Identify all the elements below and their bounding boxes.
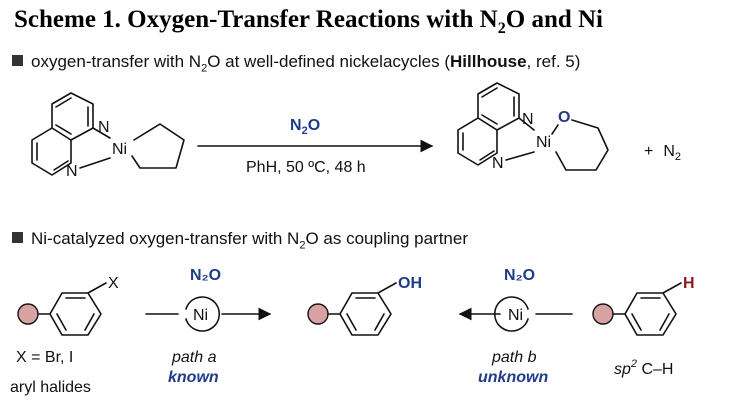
pyridine-ring-lower: [457, 117, 498, 166]
section-header-nickelacycles: oxygen-transfer with N2O at well-defined…: [12, 52, 580, 74]
aryl-halide: X: [17, 275, 119, 336]
pyridine-ring-lower: [31, 127, 72, 176]
benzene-ring: [339, 292, 392, 336]
sp2-ch-label: sp2 C–H: [614, 358, 673, 378]
n-ni-bond: [518, 117, 535, 131]
catalyst-ni-right: Ni: [508, 307, 523, 324]
n-ni-bond: [79, 157, 111, 169]
reaction-conditions: PhH, 50 ºC, 48 h: [246, 159, 366, 176]
catalyst-ni-left: Ni: [193, 307, 208, 324]
hydrogen-label: H: [683, 275, 695, 292]
catalyst-cycle-left: [185, 296, 220, 332]
halide-definition: X = Br, I: [16, 349, 73, 366]
nickelacyclopentane-ring: [131, 123, 185, 169]
n-ni-bond: [92, 127, 111, 139]
n-ni-bond: [505, 151, 535, 161]
substituent-circle: [592, 303, 614, 325]
atom-n-lower: N: [492, 155, 504, 172]
benzene-ring: [624, 292, 677, 336]
catalyst-cycle-right: [494, 296, 529, 332]
bipyridine-nickelacyclopentane: N N Ni: [31, 92, 185, 180]
path-b-label: path b: [491, 349, 537, 366]
atom-ni: Ni: [536, 134, 551, 151]
reagent-n2o-right: N₂O: [504, 267, 535, 284]
oxanickelacycle-ring: [551, 119, 609, 171]
square-bullet-icon: [12, 232, 23, 243]
path-a-status: known: [168, 369, 219, 386]
halide-x-label: X: [108, 275, 119, 292]
pyridine-ring-upper: [477, 82, 520, 131]
byproduct-n2: +N2: [644, 143, 681, 163]
halide-name: aryl halides: [10, 379, 91, 396]
atom-o: O: [558, 109, 570, 126]
reagent-n2o-left: N₂O: [190, 267, 221, 284]
phenol-product: OH: [307, 275, 422, 336]
bipyridine-oxanickelacycle: N N Ni O: [457, 82, 609, 172]
atom-ni: Ni: [112, 141, 127, 158]
section-header-catalytic: Ni-catalyzed oxygen-transfer with N2O as…: [12, 229, 468, 251]
substituent-circle: [17, 303, 39, 325]
square-bullet-icon: [12, 55, 23, 66]
reagent-n2o: N2O: [290, 117, 320, 137]
substituent-circle: [307, 303, 329, 325]
path-a-label: path a: [171, 349, 217, 366]
pyridine-ring-upper: [51, 92, 94, 141]
hydroxyl-label: OH: [398, 275, 422, 292]
atom-n-upper: N: [522, 111, 534, 128]
atom-n-upper: N: [98, 119, 110, 136]
path-b-status: unknown: [478, 369, 548, 386]
scheme-title: Scheme 1. Oxygen-Transfer Reactions with…: [14, 6, 604, 37]
benzene-ring: [49, 292, 102, 336]
atom-n-lower: N: [66, 163, 78, 180]
arene-ch: H: [592, 275, 695, 336]
